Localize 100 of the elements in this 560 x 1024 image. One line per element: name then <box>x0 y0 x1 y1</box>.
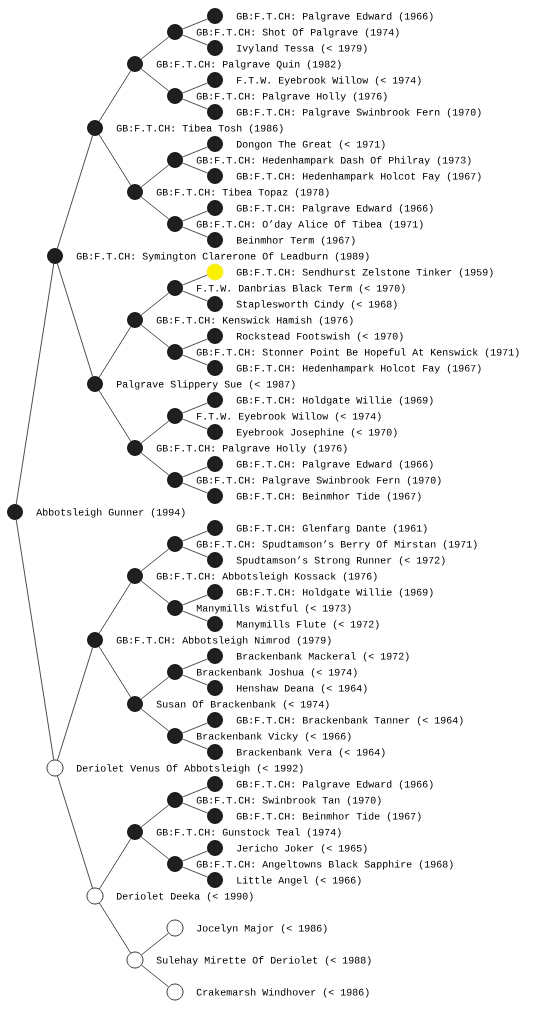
name-label: Abbotsleigh Gunner (1994) <box>36 508 185 518</box>
name-label: Sulehay Mirette Of Deriolet (< 1988) <box>156 956 371 966</box>
name-label: Manymills Wistful (< 1973) <box>196 604 351 614</box>
connector-line <box>140 548 170 572</box>
connector-line <box>140 196 170 220</box>
connector-line <box>140 580 170 604</box>
name-label: F.T.W. Eyebrook Willow (< 1974) <box>197 412 381 422</box>
name-label: GB:F.T.CH: Palgrave Edward (1966) <box>236 204 433 214</box>
name-label: Little Angel (< 1966) <box>237 876 361 886</box>
name-label: Ivyland Tessa (< 1979) <box>237 44 367 54</box>
name-label: GB:F.T.CH: Palgrave Holly (1976) <box>156 444 347 454</box>
name-label: Eyebrook Josephine (< 1970) <box>237 428 397 438</box>
connector-line <box>140 164 170 188</box>
connector-line <box>182 546 208 558</box>
connector-line <box>98 582 132 634</box>
connector-line <box>15 263 55 505</box>
connector-line <box>182 402 208 414</box>
connector-line <box>182 18 208 30</box>
connector-line <box>15 519 55 761</box>
name-label: GB:F.T.CH: Shot Of Palgrave (1974) <box>196 28 399 38</box>
name-label: GB:F.T.CH: Hedenhampark Holcot Fay (1967) <box>236 172 481 182</box>
name-label: GB:F.T.CH: Glenfarg Dante (1961) <box>236 524 427 534</box>
name-label: GB:F.T.CH: Kenswick Hamish (1976) <box>156 316 353 326</box>
name-label: GB:F.T.CH: Tibea Tosh (1986) <box>116 124 283 134</box>
connector-line <box>182 530 208 542</box>
connector-line <box>182 802 208 814</box>
connector-line <box>99 902 131 954</box>
connector-line <box>182 466 208 478</box>
name-label: Deriolet Venus Of Abbotsleigh (< 1992) <box>77 764 303 774</box>
connector-line <box>182 82 208 94</box>
connector-line <box>182 866 208 878</box>
connector-line <box>57 775 93 889</box>
name-label: Palgrave Slippery Sue (< 1987) <box>117 380 295 390</box>
connector-line <box>57 263 93 377</box>
name-label: GB:F.T.CH: Beinmhor Tide (1967) <box>236 492 421 502</box>
connector-line <box>182 722 208 734</box>
connector-line <box>182 354 208 366</box>
name-label: Dongon The Great (< 1971) <box>237 140 385 150</box>
connector-line <box>140 36 170 60</box>
name-label: Brackenbank Vicky (< 1966) <box>197 732 351 742</box>
connector-line <box>98 134 132 186</box>
connector-line <box>140 68 170 92</box>
connector-line <box>140 324 170 348</box>
name-label: Brackenbank Vera (< 1964) <box>237 748 385 758</box>
name-label: GB:F.T.CH: Spudtamson’s Berry Of Mirstan (1971) <box>196 540 477 550</box>
connector-line <box>182 98 208 110</box>
connector-line <box>182 162 208 174</box>
name-label: GB:F.T.CH: Palgrave Swinbrook Fern (1970) <box>196 476 441 486</box>
name-label: GB:F.T.CH: Holdgate Willie (1969) <box>236 588 433 598</box>
name-label: Crakemarsh Windhover (< 1986) <box>196 988 369 998</box>
connector-line <box>182 674 208 686</box>
connector-line <box>141 932 169 956</box>
name-label: Spudtamson’s Strong Runner (< 1972) <box>236 556 445 566</box>
name-label: F.T.W. Eyebrook Willow (< 1974) <box>237 76 421 86</box>
connector-line <box>182 786 208 798</box>
name-label: GB:F.T.CH: Tibea Topaz (1978) <box>156 188 329 198</box>
connector-line <box>57 647 93 761</box>
connector-line <box>182 658 208 670</box>
connector-line <box>140 292 170 316</box>
connector-line <box>182 610 208 622</box>
connector-line <box>182 482 208 494</box>
name-label: Susan Of Brackenbank (< 1974) <box>156 700 329 710</box>
name-label: GB:F.T.CH: Hedenhampark Holcot Fay (1967) <box>236 364 481 374</box>
connector-line <box>140 804 170 828</box>
connector-line <box>140 836 170 860</box>
connector-line <box>182 418 208 430</box>
name-label: GB:F.T.CH: Gunstock Teal (1974) <box>156 828 341 838</box>
name-label: GB:F.T.CH: Beinmhor Tide (1967) <box>236 812 421 822</box>
name-label: GB:F.T.CH: Abbotsleigh Nimrod (1979) <box>116 636 331 646</box>
name-label: Jocelyn Major (< 1986) <box>197 924 327 934</box>
name-label: GB:F.T.CH: Palgrave Edward (1966) <box>236 12 433 22</box>
connector-line <box>182 146 208 158</box>
connector-line <box>182 338 208 350</box>
connector-line <box>98 390 132 442</box>
connector-line <box>140 452 170 476</box>
name-label: GB:F.T.CH: Swinbrook Tan (1970) <box>196 796 381 806</box>
name-label: GB:F.T.CH: Palgrave Holly (1976) <box>196 92 387 102</box>
name-label: GB:F.T.CH: Abbotsleigh Kossack (1976) <box>156 572 377 582</box>
connector-line <box>182 290 208 302</box>
name-label: GB:F.T.CH: Symington Clarerone Of Leadburn (1989) <box>76 252 369 262</box>
name-label: GB:F.T.CH: Hedenhampark Dash Of Philray (1973) <box>196 156 471 166</box>
name-label: Brackenbank Joshua (< 1974) <box>197 668 357 678</box>
name-label: GB:F.T.CH: Angeltowns Black Sapphire (1968) <box>196 860 453 870</box>
name-label: Jericho Joker (< 1965) <box>237 844 367 854</box>
connector-line <box>98 646 132 698</box>
name-label: GB:F.T.CH: O’day Alice Of Tibea (1971) <box>196 220 423 230</box>
name-label: GB:F.T.CH: Palgrave Swinbrook Fern (1970) <box>236 108 481 118</box>
name-label: Manymills Flute (< 1972) <box>236 620 379 630</box>
name-label: GB:F.T.CH: Palgrave Edward (1966) <box>236 780 433 790</box>
connector-line <box>182 274 208 286</box>
connector-line <box>98 70 132 122</box>
name-label: GB:F.T.CH: Stonner Point Be Hopeful At Kenswick (1971) <box>196 348 519 358</box>
connector-line <box>140 420 170 444</box>
name-label: Beinmhor Term (1967) <box>237 236 355 246</box>
name-label: Staplesworth Cindy (< 1968) <box>236 300 397 310</box>
name-label: GB:F.T.CH: Palgrave Quin (1982) <box>156 60 341 70</box>
connector-line <box>141 964 169 988</box>
connector-line <box>182 226 208 238</box>
name-label: Brackenbank Mackeral (< 1972) <box>237 652 409 662</box>
name-label: F.T.W. Danbrias Black Term (< 1970) <box>197 284 405 294</box>
